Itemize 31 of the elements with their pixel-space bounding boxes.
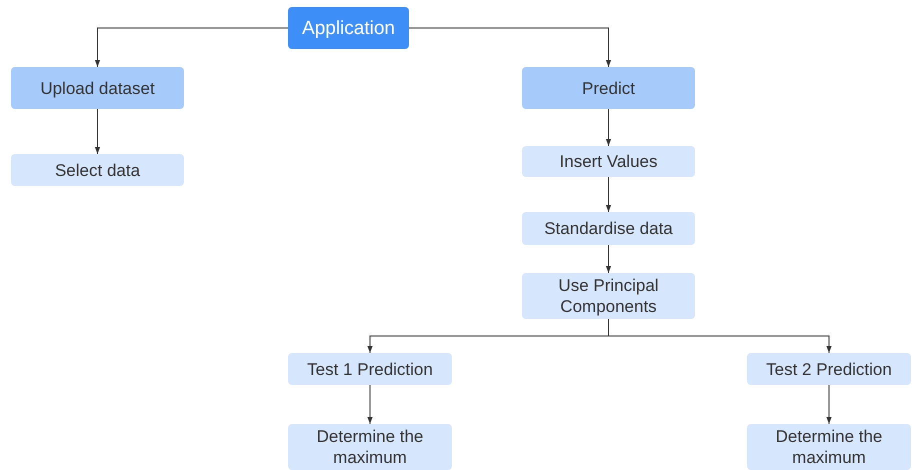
process-box xyxy=(522,273,695,319)
root-box xyxy=(288,7,409,49)
node-label: Test 1 Prediction xyxy=(307,358,433,380)
arrow xyxy=(367,384,373,424)
process-box xyxy=(288,353,452,385)
node-label: Select data xyxy=(54,160,140,180)
process-box xyxy=(288,424,452,470)
arrow xyxy=(826,384,832,424)
arrow xyxy=(408,28,612,68)
node-label: Insert Values xyxy=(560,151,658,172)
arrow xyxy=(606,108,612,146)
arrow xyxy=(94,28,288,68)
process-box xyxy=(747,353,911,385)
arrow xyxy=(608,318,832,354)
process-box xyxy=(522,212,695,245)
node-label: Predict xyxy=(582,78,635,98)
node-label: Test 2 Prediction xyxy=(766,358,892,380)
process-box xyxy=(11,154,184,186)
node-label: Use Principal Components xyxy=(557,275,660,317)
node-label: Determine the maximum xyxy=(774,426,884,468)
node-label: Determine the maximum xyxy=(316,426,424,468)
process-box xyxy=(522,146,695,177)
process-box xyxy=(747,424,911,470)
node-label: Standardise data xyxy=(544,218,673,239)
node-label: Upload dataset xyxy=(40,78,155,98)
arrow xyxy=(94,108,100,154)
arrow xyxy=(606,176,612,212)
process-box xyxy=(522,67,695,109)
arrow xyxy=(606,244,612,274)
node-label: Application xyxy=(302,18,395,38)
process-box xyxy=(11,67,184,109)
